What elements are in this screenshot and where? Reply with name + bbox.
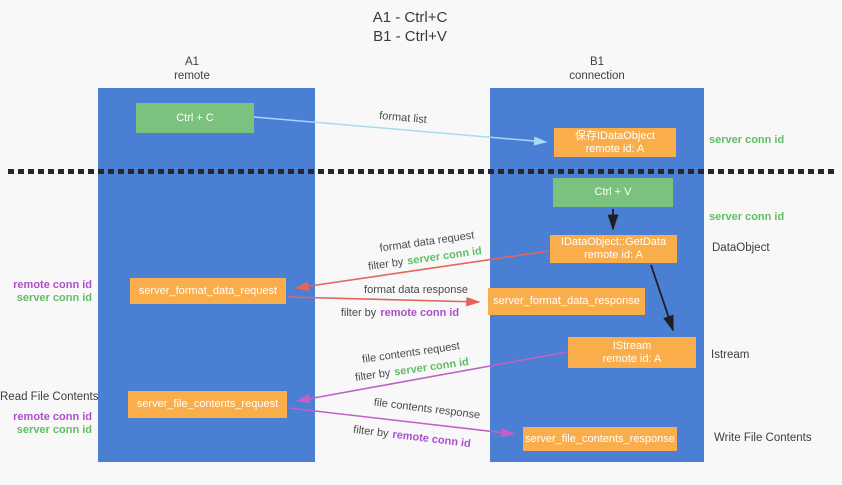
lane-a1-role: remote [174, 70, 210, 82]
node-save-idataobject: 保存IDataObject remote id: A [554, 128, 676, 157]
annotation-server-conn-id-mid: server conn id [709, 211, 784, 223]
lane-header-b1: B1 connection [537, 55, 657, 83]
node-server-file-contents-request: server_file_contents_request [128, 391, 287, 418]
node-idataobject-getdata: IDataObject::GetData remote id: A [550, 235, 677, 263]
server-conn-id-text: server conn id [16, 291, 92, 304]
server-conn-id-text: server conn id [16, 423, 92, 436]
dataobject-text: DataObject [712, 242, 770, 254]
filter-by-text: filter by [367, 256, 405, 273]
node-server-format-data-response-label: server_format_data_response [493, 295, 640, 307]
annotation-dataobject: DataObject [712, 242, 770, 254]
remote-conn-id-text: remote conn id [391, 428, 472, 451]
node-save-idataobject-line2: remote id: A [585, 142, 645, 155]
node-save-idataobject-line1: 保存IDataObject [574, 129, 656, 142]
annotation-conn-ids-file: remote conn id server conn id [0, 411, 92, 436]
annotation-server-conn-id-top: server conn id [709, 134, 784, 146]
node-istream-line1: IStream [612, 339, 652, 352]
node-istream-line2: remote id: A [602, 352, 662, 365]
node-ctrl-v-label: Ctrl + V [594, 186, 632, 198]
annotation-conn-ids-format: remote conn id server conn id [0, 279, 92, 304]
annotation-write-file-contents: Write File Contents [714, 432, 812, 444]
remote-conn-id-text: remote conn id [13, 411, 92, 423]
istream-text: Istream [711, 349, 750, 361]
node-server-format-data-request: server_format_data_request [130, 278, 286, 304]
node-ctrl-v: Ctrl + V [553, 178, 673, 207]
node-server-file-contents-response: server_file_contents_response [523, 427, 677, 451]
remote-conn-id-text: remote conn id [13, 279, 92, 291]
lane-a1-name: A1 [184, 56, 200, 68]
title-line-1: A1 - Ctrl+C [372, 9, 448, 26]
lane-b1-name: B1 [589, 56, 605, 68]
node-ctrl-c: Ctrl + C [136, 103, 254, 133]
node-istream: IStream remote id: A [568, 337, 696, 368]
diagram-title: A1 - Ctrl+C B1 - Ctrl+V [310, 8, 510, 46]
server-conn-id-text: server conn id [709, 211, 785, 223]
node-server-file-contents-response-label: server_file_contents_response [525, 432, 675, 445]
format-list-text: format list [378, 109, 428, 127]
node-server-format-data-response: server_format_data_response [488, 288, 645, 315]
node-getdata-line2: remote id: A [584, 249, 643, 261]
edge-label-format-data-response: format data response [364, 284, 468, 296]
filter-by-text: filter by [352, 423, 390, 441]
edge-label-filter-remote-conn-1: filter by remote conn id [341, 307, 459, 319]
read-file-contents-text: Read File Contents [0, 391, 99, 403]
edge-label-filter-remote-conn-2: filter by remote conn id [353, 424, 472, 450]
edge-label-format-list: format list [379, 110, 428, 126]
annotation-read-file-contents: Read File Contents [0, 391, 98, 404]
remote-conn-id-text: remote conn id [380, 307, 460, 319]
lane-header-a1: A1 remote [132, 55, 252, 83]
server-conn-id-text: server conn id [709, 134, 785, 146]
edge-label-file-contents-response: file contents response [373, 397, 481, 422]
title-line-2: B1 - Ctrl+V [373, 28, 447, 45]
node-ctrl-c-label: Ctrl + C [176, 111, 214, 124]
node-getdata-line1: IDataObject::GetData [560, 236, 667, 248]
node-server-file-contents-request-label: server_file_contents_request [136, 398, 279, 410]
lane-b1-role: connection [569, 70, 625, 82]
file-contents-response-text: file contents response [373, 396, 481, 422]
filter-by-text: filter by [354, 367, 392, 384]
annotation-istream: Istream [711, 349, 749, 361]
arrow-format-data-response [287, 296, 481, 307]
write-file-contents-text: Write File Contents [714, 432, 812, 444]
copy-paste-divider-line [8, 169, 838, 174]
format-data-response-text: format data response [364, 284, 468, 296]
filter-by-text: filter by [340, 307, 377, 319]
node-server-format-data-request-label: server_format_data_request [138, 284, 278, 297]
